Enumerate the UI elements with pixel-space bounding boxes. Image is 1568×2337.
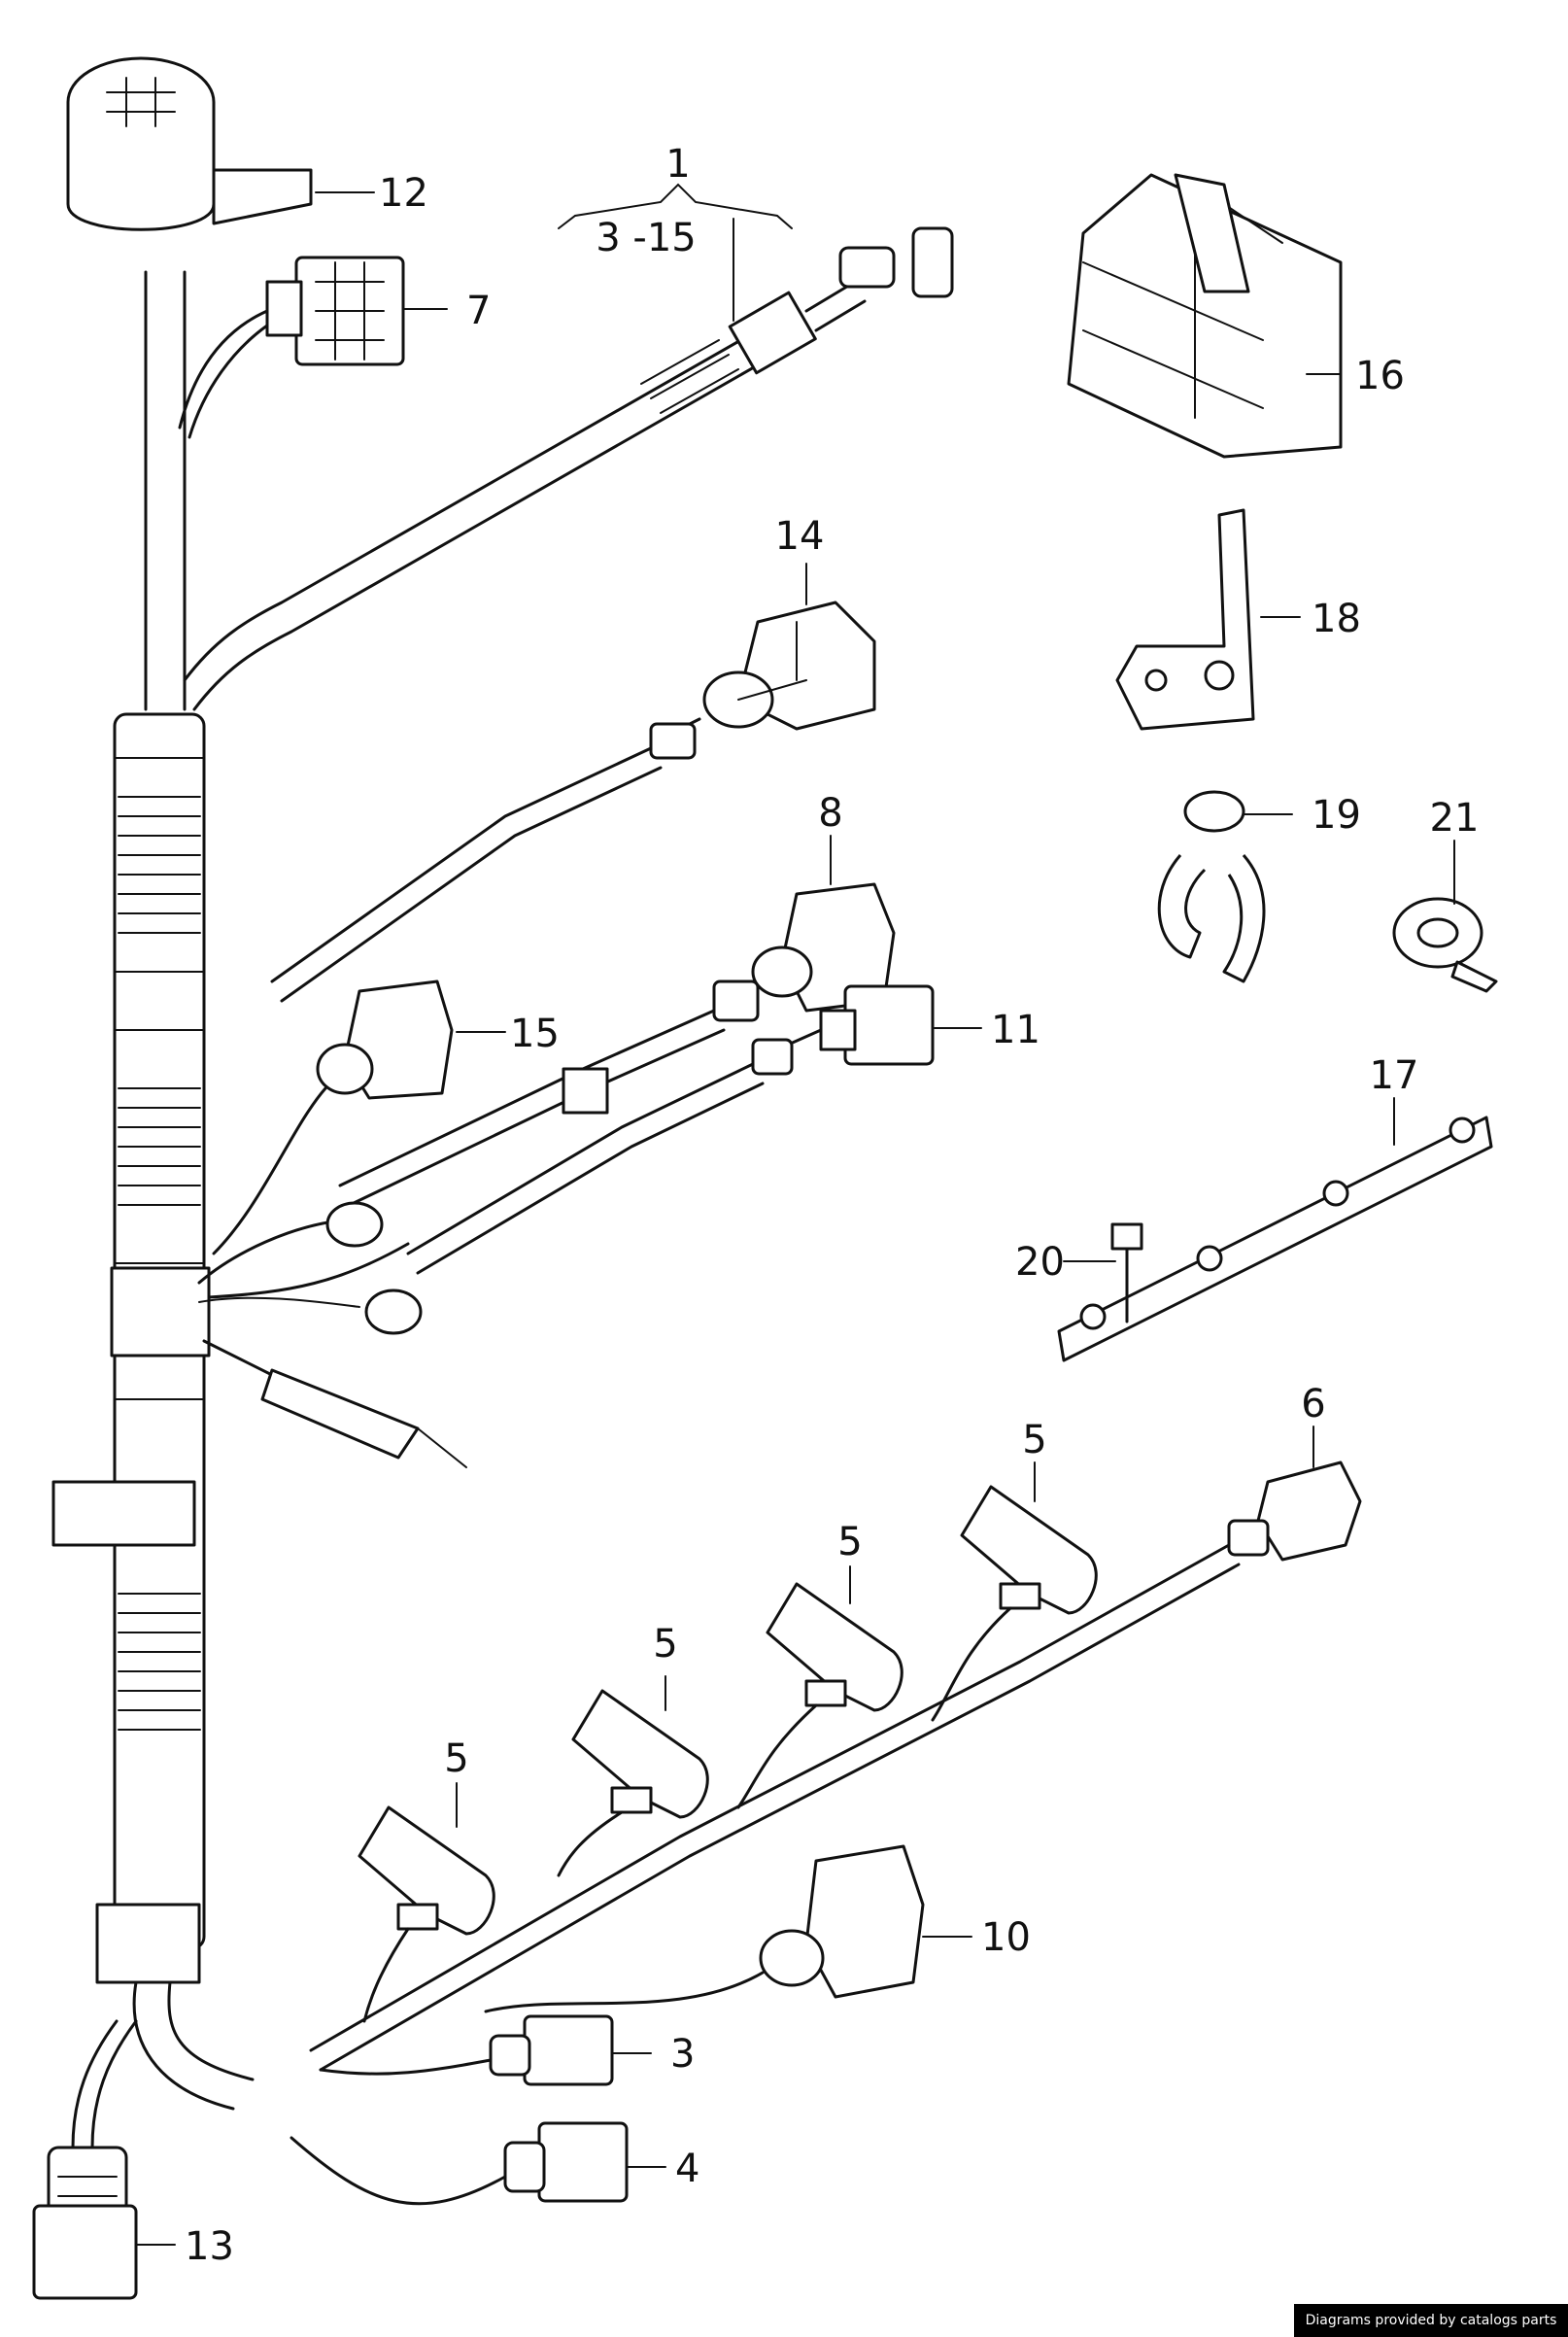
callout-12: 12	[379, 171, 428, 216]
callout-1: 1	[665, 142, 690, 187]
clamp-19	[1157, 790, 1266, 983]
callout-10: 10	[981, 1915, 1031, 1960]
round-connector-12	[66, 56, 313, 231]
callout-15: 15	[510, 1012, 560, 1056]
connector-15	[212, 979, 454, 1255]
leader-lines	[135, 183, 1455, 2246]
callout-4: 4	[675, 2147, 699, 2191]
callout-13: 13	[185, 2224, 234, 2269]
callout-labels: 1 3 -15 12 7 16 14 18 8 19 21 15 11 17 2…	[185, 142, 1479, 2269]
callout-3-15: 3 -15	[596, 216, 697, 260]
cable-clamp-21	[1392, 897, 1498, 993]
connector-10	[484, 1844, 925, 2013]
connector-8	[338, 882, 896, 1207]
cover-16	[1067, 173, 1343, 459]
callout-17: 17	[1370, 1053, 1419, 1098]
callout-5-d: 5	[653, 1622, 677, 1667]
bracket-18	[1115, 508, 1255, 731]
callout-7: 7	[466, 289, 491, 333]
callout-5-a: 5	[444, 1736, 468, 1781]
footer-credit: Diagrams provided by catalogs parts	[1294, 2304, 1568, 2337]
callout-20: 20	[1015, 1240, 1065, 1285]
connector-11	[207, 984, 935, 1299]
callout-21: 21	[1430, 796, 1480, 841]
connector-4	[290, 2121, 629, 2206]
branch-ground-terminal	[183, 226, 954, 711]
callout-19: 19	[1312, 793, 1361, 838]
connector-7	[178, 256, 405, 439]
callout-14: 14	[775, 514, 825, 559]
callout-3: 3	[670, 2032, 695, 2077]
connector-3	[319, 2014, 614, 2086]
callout-8: 8	[818, 791, 842, 836]
connector-6	[309, 1461, 1362, 2072]
connector-14	[270, 601, 876, 1003]
connector-13	[32, 2146, 138, 2300]
main-harness-trunk	[51, 270, 255, 2149]
callout-5-c: 5	[837, 1520, 862, 1564]
bolt-20	[1110, 1222, 1143, 1323]
callout-6: 6	[1301, 1382, 1325, 1426]
callout-5-e: 5	[1022, 1418, 1046, 1462]
callout-16: 16	[1355, 354, 1405, 398]
lower-branches	[197, 1201, 467, 1468]
coil-boots-5	[358, 1485, 1098, 2023]
callout-5-b: 5	[837, 1520, 862, 1564]
callout-18: 18	[1312, 597, 1361, 641]
callout-11: 11	[991, 1008, 1040, 1052]
rail-17	[1057, 1116, 1493, 1362]
